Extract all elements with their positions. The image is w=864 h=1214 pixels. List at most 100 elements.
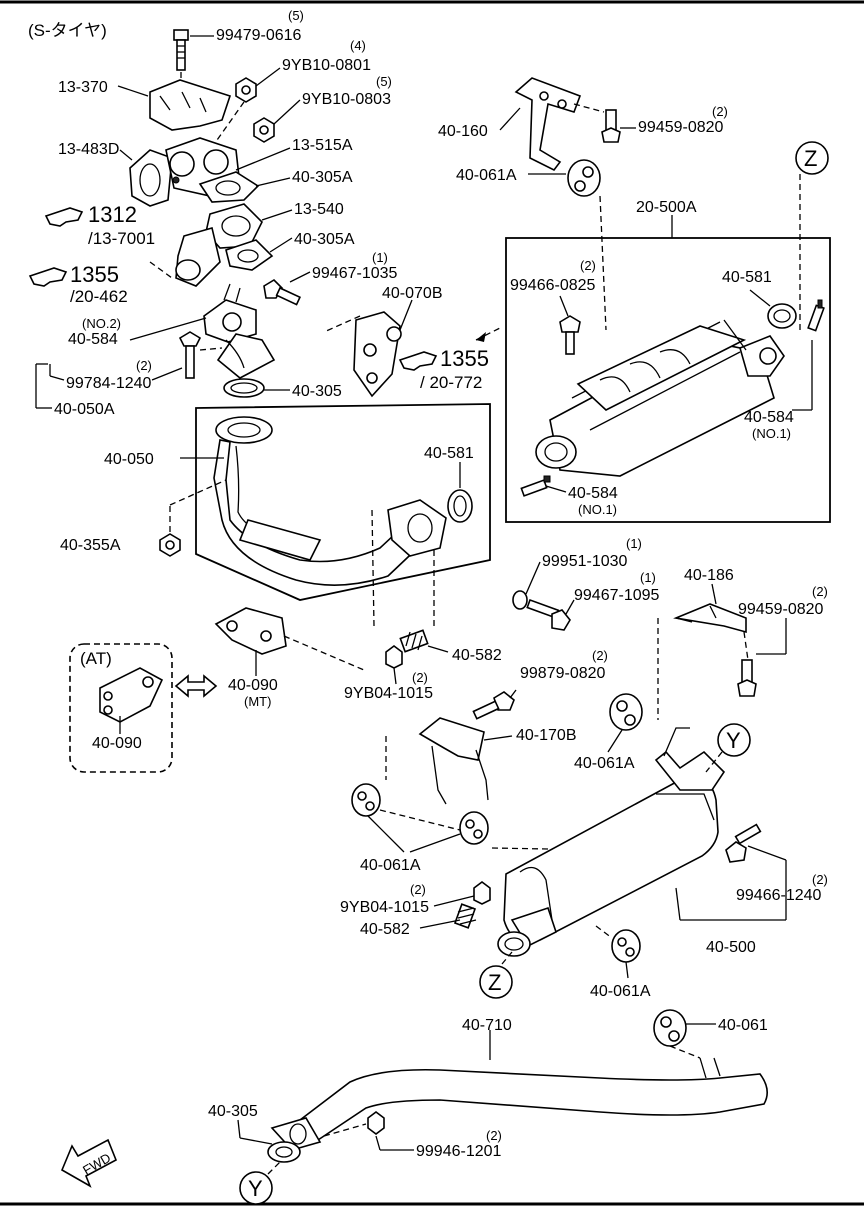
part-label: 9YB10-0801 (282, 57, 371, 74)
o2-sensor-40-584-lower (520, 475, 551, 497)
label-qty: (5) (376, 74, 392, 89)
svg-text:1355: 1355 (440, 346, 489, 371)
label-qty: (2) (812, 584, 828, 599)
label-qty: (2) (592, 648, 608, 663)
part-label: 9YB10-0803 (302, 91, 391, 108)
hanger-40-170B (418, 717, 489, 805)
part-label: 40-070B (382, 285, 443, 302)
part-label: 99466-0825 (510, 277, 596, 294)
at-title: (AT) (80, 649, 112, 668)
part-label: 40-061A (590, 983, 651, 1000)
rubber-mount-40-061 (653, 1009, 687, 1047)
part-label: 13-515A (292, 137, 353, 154)
part-label: 40-500 (706, 939, 756, 956)
part-label: 40-305A (294, 231, 355, 248)
marker-z-bottom: Z (479, 965, 513, 999)
part-label: 99459-0820 (738, 601, 824, 618)
part-label: 40-061 (718, 1017, 768, 1034)
tail-pipe-40-710 (270, 1057, 768, 1151)
label-qty: (2) (486, 1128, 502, 1143)
bracket-40-070B (353, 311, 401, 398)
label-qty: (2) (812, 872, 828, 887)
marker-y-bottom: Y (239, 1171, 273, 1205)
nut-9YB04-1015-upper (385, 645, 403, 669)
at-variant-box (69, 643, 173, 773)
label-qty: (1) (372, 250, 388, 265)
ring-40-581-upper (767, 303, 797, 329)
o2-sensor-40-584-upper (807, 299, 825, 332)
downpipe-assembly-box (195, 403, 491, 601)
heat-cover-13-370 (149, 79, 232, 131)
svg-text:Y: Y (248, 1176, 263, 1201)
bolt-99459-0820-mid (737, 659, 757, 697)
part-label: 40-355A (60, 537, 121, 554)
gasket-13-483D (129, 149, 173, 207)
nut-9YB10-0801 (235, 77, 257, 103)
gasket-40-305 (223, 378, 265, 398)
rubber-mount-40-061A-lower (611, 929, 641, 963)
label-qty: (NO.2) (82, 316, 121, 331)
part-label: 40-582 (360, 921, 410, 938)
bolt-99784-1240 (178, 331, 202, 379)
spring-40-582-upper (399, 629, 429, 653)
part-label: 40-061A (360, 857, 421, 874)
svg-text:1312: 1312 (88, 202, 137, 227)
part-label: 40-090 (92, 735, 142, 752)
catalytic-converter-20-500A (535, 319, 785, 477)
ref-hand-icon-1355-left (28, 267, 68, 287)
nut-40-355A (159, 533, 181, 557)
bolt-99466-1240 (725, 823, 762, 863)
rubber-mount-40-061A-left1 (351, 783, 381, 817)
part-label: 99479-0616 (216, 27, 302, 44)
double-arrow (174, 674, 218, 698)
downpipe-40-050 (213, 416, 447, 586)
part-label: 9YB04-1015 (340, 899, 429, 916)
label-qty: (2) (712, 104, 728, 119)
ref-hand-icon-1355-right (398, 351, 438, 371)
marker-y-right: Y (717, 723, 751, 757)
part-label: 40-584 (68, 331, 118, 348)
hanger-40-186 (673, 603, 747, 634)
part-labels: (5) 99479-0616 (4) 9YB10-0801 (5) 9YB10-… (54, 8, 828, 1160)
part-label: 99467-1035 (312, 265, 398, 282)
part-label: 40-061A (456, 167, 517, 184)
rubber-mount-40-061A-left2 (459, 811, 489, 845)
part-label: 20-500A (636, 199, 697, 216)
svg-text:Z: Z (488, 970, 501, 995)
label-qty: (2) (136, 358, 152, 373)
bolt-99466-0825 (559, 315, 581, 355)
muffler-40-500 (497, 727, 726, 957)
ref-1355-left: 1355 /20-462 (70, 262, 128, 306)
part-label: 9YB04-1015 (344, 685, 433, 702)
downpipe-lower-flange (216, 333, 276, 379)
bolt-99479-0616 (173, 29, 189, 71)
spring-40-582-lower (453, 903, 477, 929)
part-label: 40-050A (54, 401, 115, 418)
gasket-40-305-lower (267, 1141, 301, 1163)
gasket-40-305A-lower (225, 239, 274, 271)
svg-text:/ 20-772: / 20-772 (420, 373, 482, 392)
part-label: 40-582 (452, 647, 502, 664)
rubber-mount-40-061A-top (567, 159, 601, 197)
part-label: 99467-1095 (574, 587, 660, 604)
ref-1312: 1312 /13-7001 (88, 202, 155, 248)
nut-9YB04-1015-lower (473, 881, 491, 905)
part-label: 99951-1030 (542, 553, 628, 570)
part-label: 40-584 (568, 485, 618, 502)
part-label: 13-483D (58, 141, 119, 158)
label-qty: (4) (350, 38, 366, 53)
part-label: 40-584 (744, 409, 794, 426)
label-qty: (NO.1) (578, 502, 617, 517)
part-label: 40-305A (292, 169, 353, 186)
label-qty: (NO.1) (752, 426, 791, 441)
catalyst-assembly-box (505, 237, 831, 523)
part-label: 13-370 (58, 79, 108, 96)
bolt-99879-0820 (472, 691, 515, 720)
fwd-arrow-icon: FWD (60, 1138, 118, 1188)
nut-99946-1201 (367, 1111, 385, 1135)
label-qty: (2) (410, 882, 426, 897)
nut-9YB10-0803 (253, 117, 275, 143)
part-label: 40-061A (574, 755, 635, 772)
svg-text:/20-462: /20-462 (70, 287, 128, 306)
